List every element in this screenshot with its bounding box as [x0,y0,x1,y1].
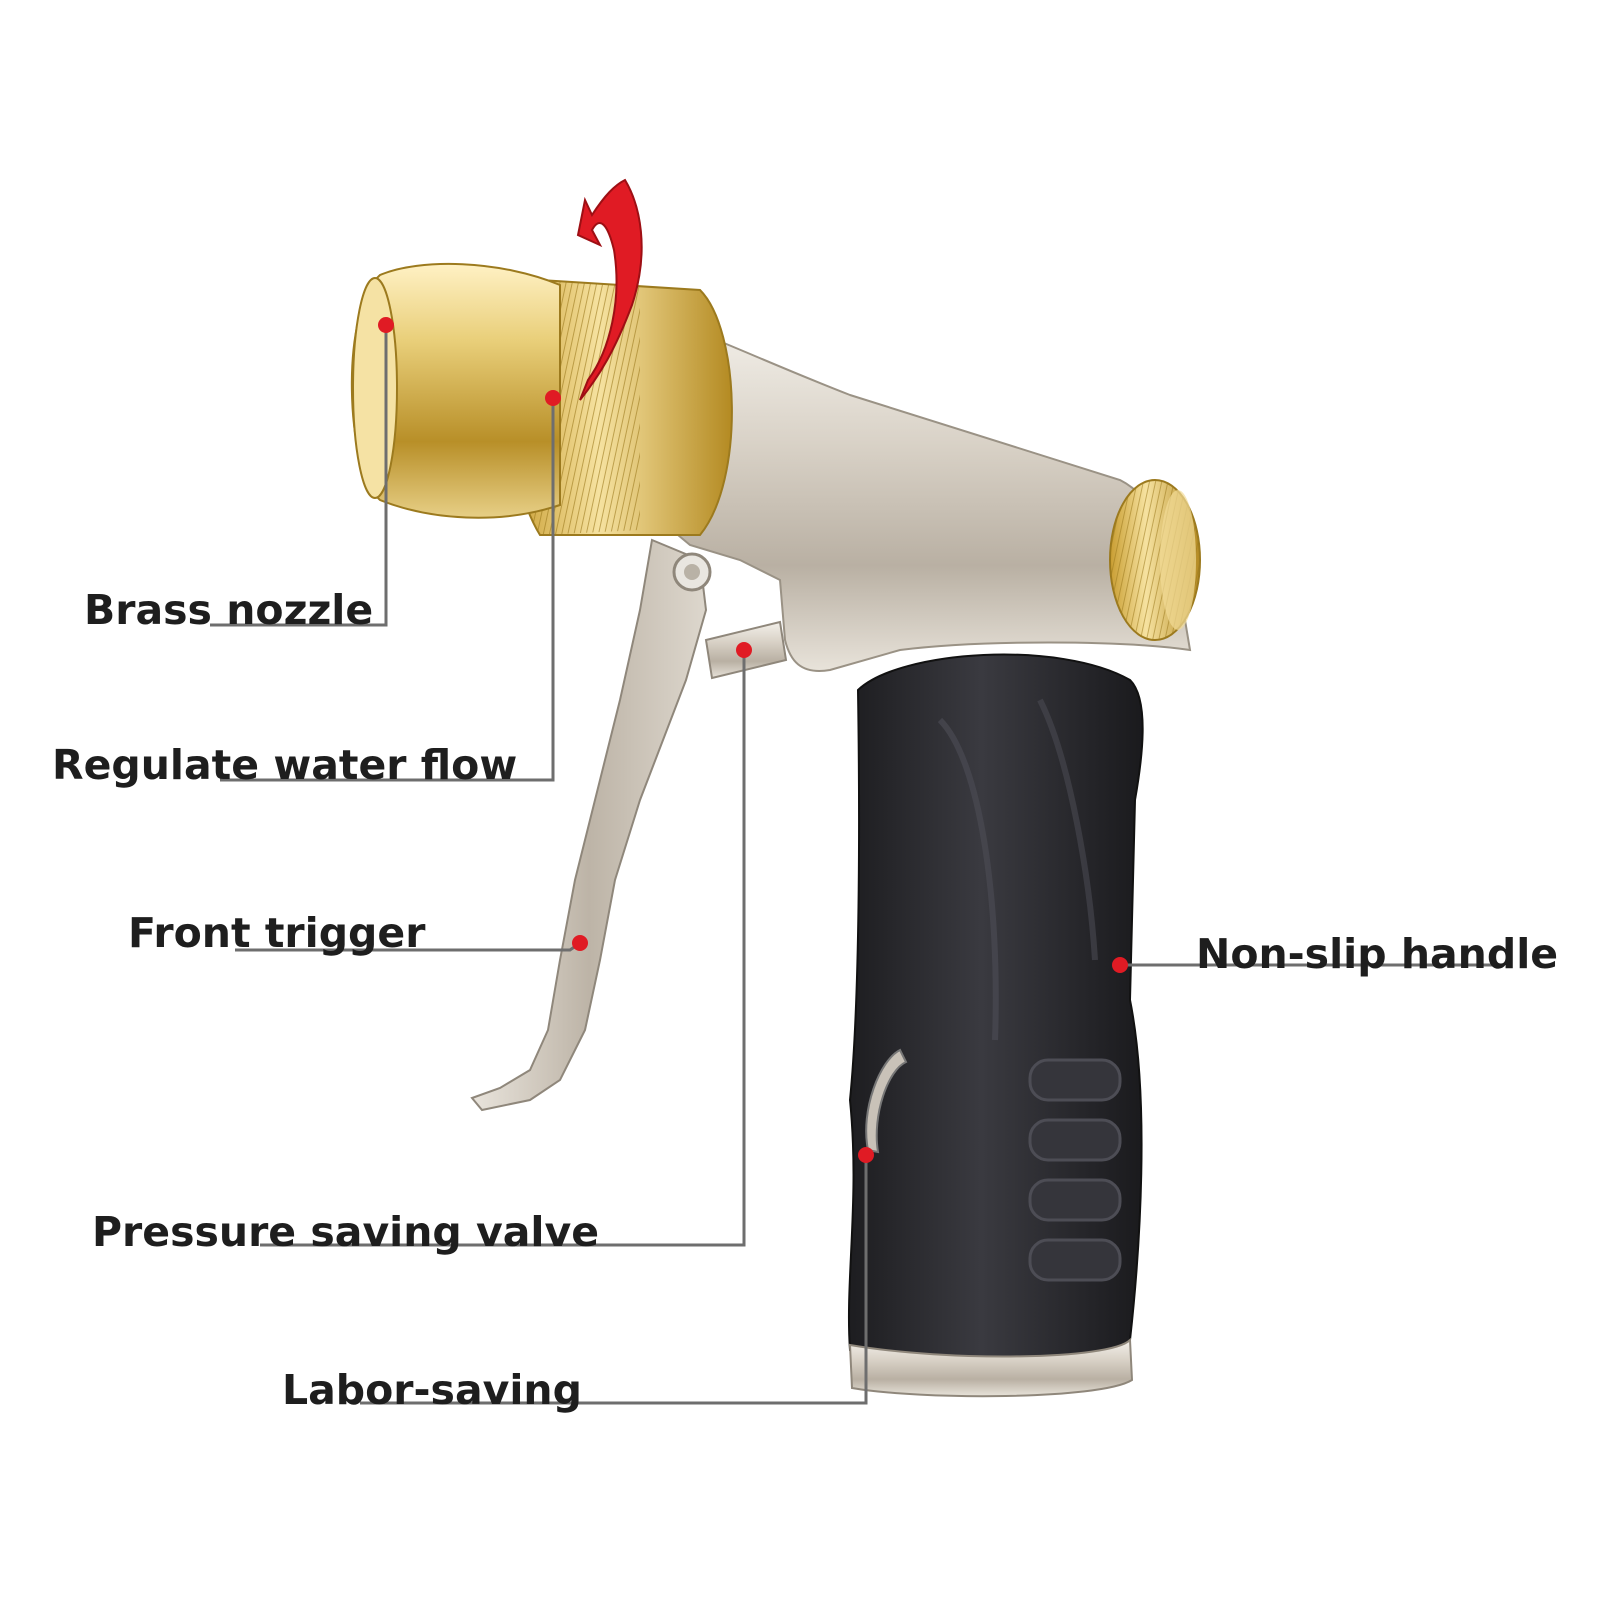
front-trigger-shape [470,538,708,1112]
label-front-trigger: Front trigger [128,909,426,957]
label-regulate-water-flow: Regulate water flow [52,741,518,789]
brass-nozzle-shape [350,262,561,519]
leader-lines [210,325,1500,1405]
markers [378,317,1128,1163]
marker-pressure-saving-valve [736,642,752,658]
marker-non-slip-handle [1112,957,1128,973]
marker-labor-saving [858,1147,874,1163]
label-brass-nozzle: Brass nozzle [84,586,374,634]
marker-brass-nozzle [378,317,394,333]
marker-front-trigger [572,935,588,951]
label-pressure-saving-valve: Pressure saving valve [92,1208,600,1256]
label-non-slip-handle: Non-slip handle [1196,930,1559,978]
labor-saving-clip [865,1048,908,1154]
label-labor-saving: Labor-saving [282,1366,582,1414]
rotate-arrow-icon [576,178,643,401]
handle-base-cap [848,1337,1134,1398]
marker-regulate-water-flow [545,390,561,406]
